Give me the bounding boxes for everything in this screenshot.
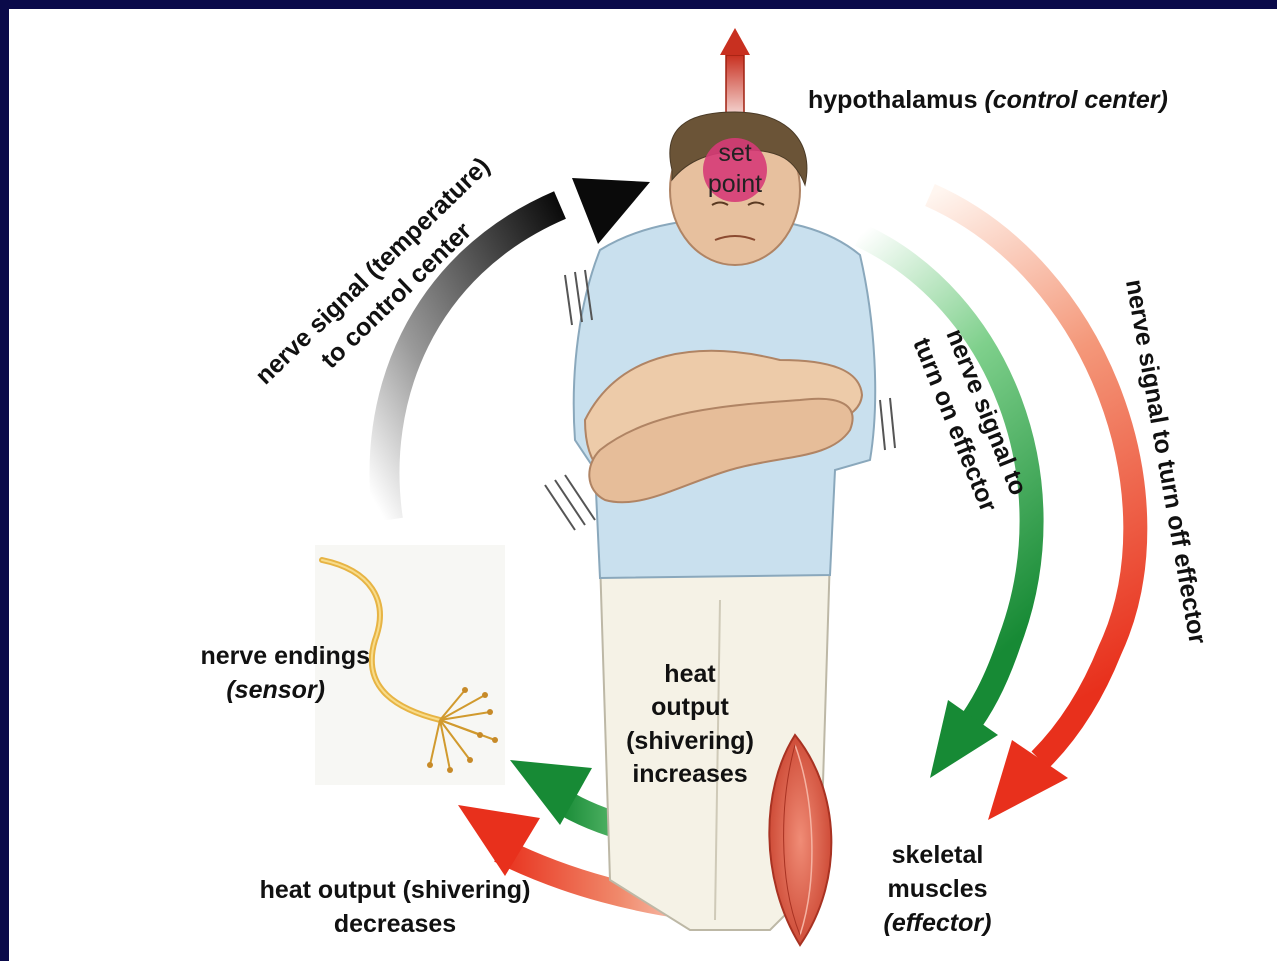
hypothalamus-text: hypothalamus: [808, 86, 977, 114]
increases-line4: increases: [605, 758, 775, 791]
set-point-line2: point: [690, 169, 780, 200]
increases-line3: (shivering): [605, 725, 775, 758]
sensor-role: (sensor): [226, 676, 325, 704]
control-center-role: (control center): [984, 86, 1167, 114]
skeletal-muscles-label: skeletal muscles (effector): [855, 839, 1020, 940]
decreases-line1: heat output (shivering): [225, 874, 565, 908]
heat-output-increases-label: heat output (shivering) increases: [605, 658, 775, 791]
set-point-label: set point: [690, 138, 780, 201]
increases-line2: output: [605, 691, 775, 724]
hypothalamus-label: hypothalamus (control center): [808, 84, 1168, 118]
increases-line1: heat: [605, 658, 775, 691]
effector-role: (effector): [884, 909, 992, 937]
muscles-line1: skeletal: [855, 839, 1020, 873]
set-point-line1: set: [690, 138, 780, 169]
heat-output-decreases-label: heat output (shivering) decreases: [225, 874, 565, 942]
nerve-endings-label: nerve endings (sensor): [170, 640, 370, 708]
muscles-line2: muscles: [855, 873, 1020, 907]
nerve-endings-text: nerve endings: [170, 640, 370, 674]
decreases-line2: decreases: [225, 908, 565, 942]
